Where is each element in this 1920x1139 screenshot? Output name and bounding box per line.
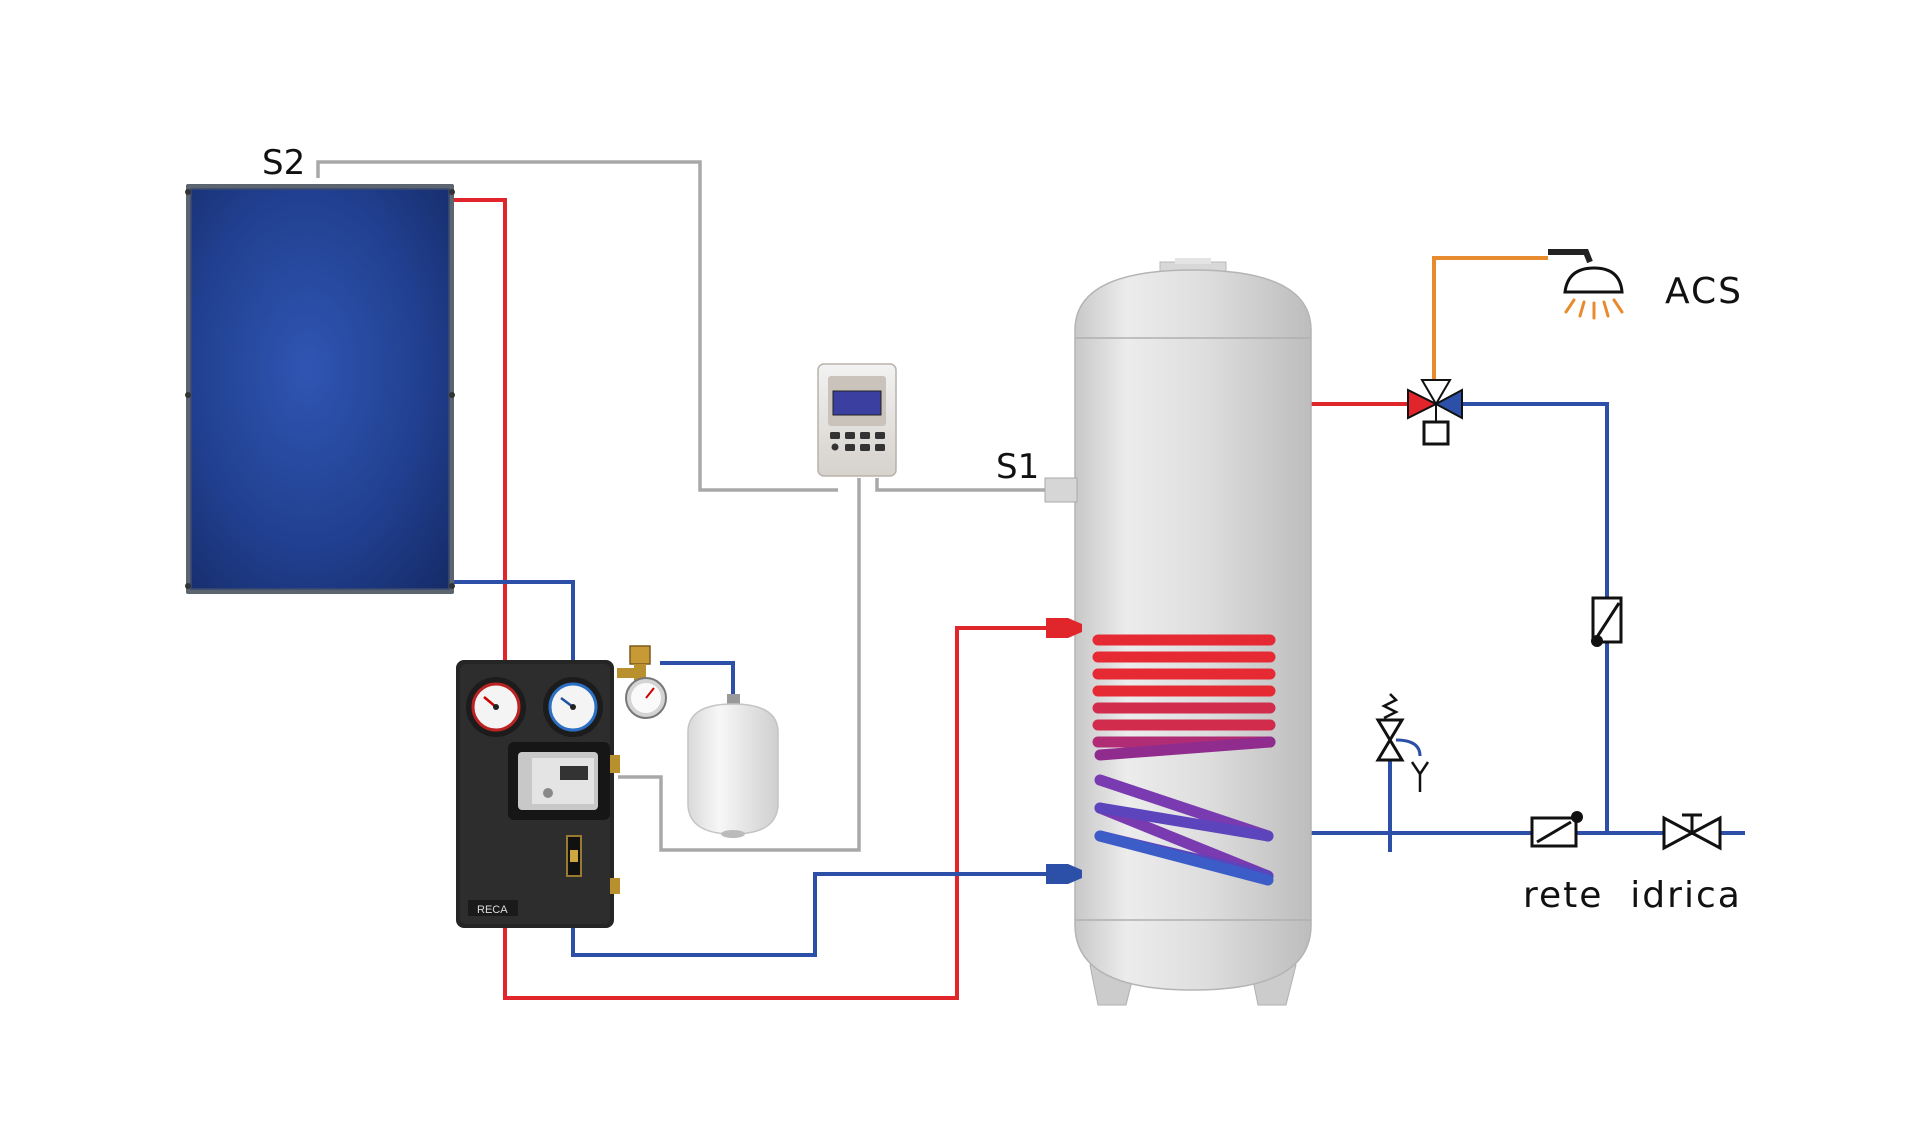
check-valve-vertical — [1591, 596, 1623, 647]
shower-head-icon — [1548, 249, 1624, 320]
check-valve-horizontal — [1530, 811, 1583, 848]
pipe-dhw-to-shower — [1432, 256, 1548, 380]
pipe-return-from-coil — [571, 872, 1046, 957]
shutoff-valve — [1662, 813, 1722, 851]
wire-controller-to-s1 — [875, 478, 1045, 492]
safety-relief-valve — [1375, 693, 1430, 792]
expansion-vessel — [687, 694, 779, 838]
hot-water-label: ACS — [1665, 271, 1743, 312]
circulation-pump — [508, 742, 610, 820]
solar-collector — [185, 184, 455, 594]
flow-thermometer — [466, 677, 526, 737]
pipe-collector-return — [452, 580, 575, 665]
pump-station-brand: RECA — [477, 904, 508, 916]
return-thermometer — [543, 677, 603, 737]
hot-pipes — [452, 198, 1408, 1000]
heat-exchanger-coil — [1092, 634, 1276, 886]
pipe-flow-to-coil — [503, 626, 1046, 1000]
sensor-wires — [316, 160, 1045, 852]
pump-station: RECA — [456, 660, 620, 928]
pipe-collector-flow — [452, 198, 507, 665]
solar-controller — [817, 363, 897, 477]
wire-s2-to-controller — [316, 160, 838, 492]
wire-controller-to-pump — [618, 478, 861, 852]
sensor-label-s1: S1 — [996, 447, 1039, 487]
safety-valve-group — [617, 645, 667, 719]
storage-tank — [1044, 258, 1312, 1006]
sensor-label-s2: S2 — [262, 143, 305, 183]
thermostatic-mixing-valve — [1407, 379, 1463, 446]
pipe-mixer-cold-bypass — [1462, 402, 1609, 833]
mains-water-label: rete idrica — [1523, 875, 1742, 916]
pipe-expansion-line — [660, 661, 735, 700]
